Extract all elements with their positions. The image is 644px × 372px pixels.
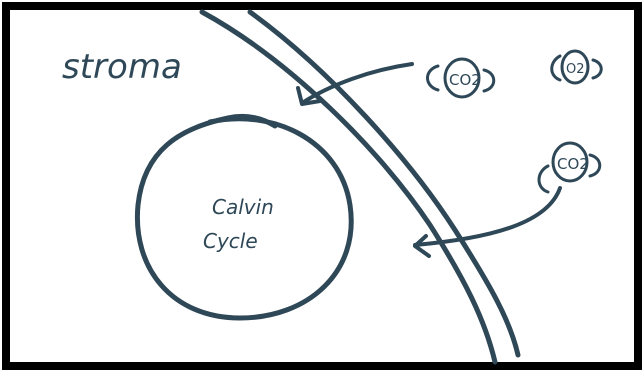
calvin-label: Calvin bbox=[212, 195, 274, 219]
o2-label: O2 bbox=[566, 62, 585, 77]
co2-label: CO2 bbox=[449, 71, 481, 89]
cycle-label: Cycle bbox=[203, 229, 258, 253]
stroma-label: stroma bbox=[62, 47, 182, 87]
co2-lower-label: CO2 bbox=[557, 155, 589, 173]
